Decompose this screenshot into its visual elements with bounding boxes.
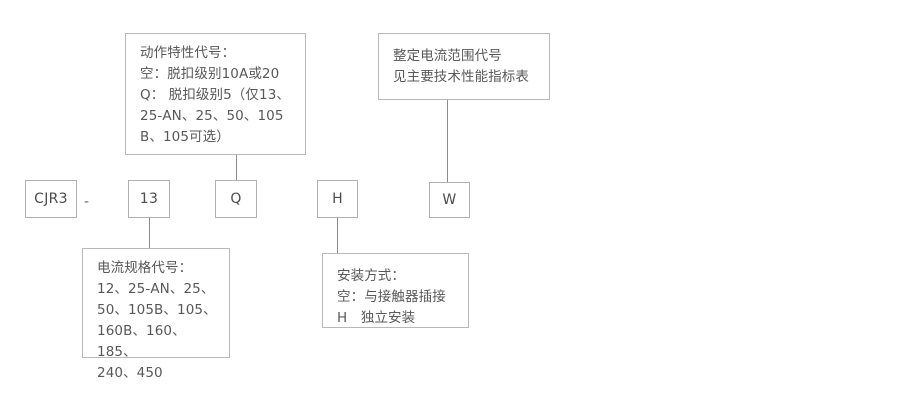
action-characteristic-note: 动作特性代号： 空：脱扣级别10A或20 Q： 脱扣级别5（仅13、 25-AN… — [125, 33, 306, 155]
code-box-setting-current-range[interactable]: W — [429, 182, 470, 218]
mounting-note: 安装方式： 空：与接触器插接 H 独立安装 — [322, 253, 469, 328]
current-rating-note: 电流规格代号： 12、25-AN、25、 50、105B、105、 160B、1… — [82, 248, 230, 381]
connector-current-rating — [149, 218, 150, 248]
code-box-series[interactable]: CJR3 — [25, 180, 77, 218]
connector-mounting — [337, 218, 338, 253]
code-box-mounting[interactable]: H — [317, 180, 358, 218]
connector-action-characteristic — [236, 155, 237, 180]
code-box-action-characteristic[interactable]: Q — [215, 180, 257, 218]
code-separator-dash: - — [84, 194, 90, 210]
connector-setting-current-range — [447, 100, 448, 182]
setting-current-range-note: 整定电流范围代号 见主要技术性能指标表 — [378, 33, 550, 100]
code-box-current-rating[interactable]: 13 — [128, 180, 170, 218]
